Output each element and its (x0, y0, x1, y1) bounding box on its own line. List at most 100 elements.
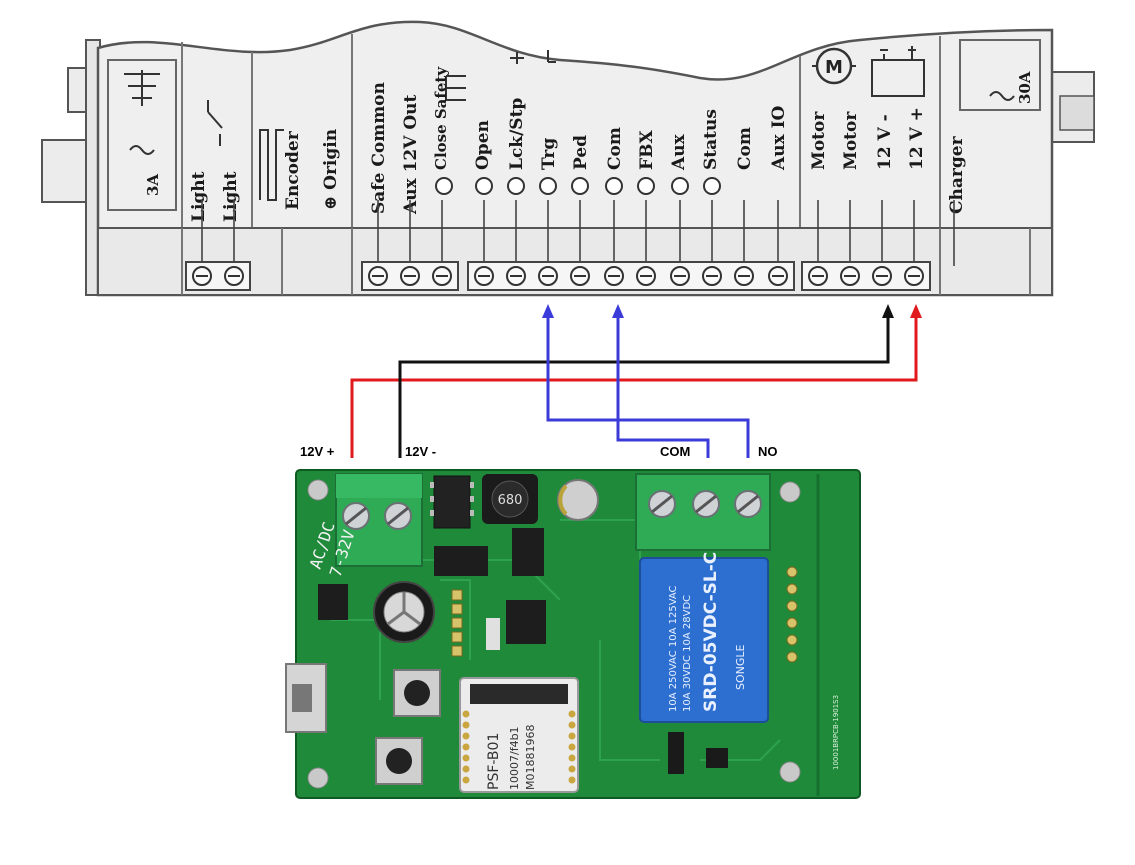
header-pin (786, 583, 798, 595)
light-switch-symbol (207, 100, 223, 146)
wire-arrows (542, 304, 922, 318)
trg-switch-symbol (547, 50, 556, 63)
wire-red-12v-plus (350, 312, 918, 458)
label-light-1: Light (189, 171, 209, 222)
fuse-smd (486, 618, 500, 650)
close-safety-bracket (445, 75, 466, 101)
header-pin (786, 600, 798, 612)
label-com-1: Com (605, 127, 625, 170)
motor-symbol-icon: M (812, 47, 856, 85)
svg-text:10A 250VAC 10A 125VAC: 10A 250VAC 10A 125VAC (668, 585, 679, 712)
button-top[interactable] (393, 669, 441, 717)
fuse-3a-symbol (124, 70, 160, 155)
svg-text:SRD-05VDC-SL-C: SRD-05VDC-SL-C (701, 552, 721, 712)
terminal-indicator (435, 177, 453, 195)
module-pad (568, 721, 576, 729)
ic-upper-mid (512, 528, 544, 576)
terminal-leader-lines (201, 200, 955, 266)
wire-label-12v-plus: 12V + (300, 444, 335, 459)
arrow-red (910, 304, 922, 318)
header-pins-right (786, 566, 798, 663)
header-pin (451, 617, 463, 629)
arrow-blue-1 (542, 304, 554, 318)
module-pad (568, 743, 576, 751)
wire-label-12v-minus: 12V - (405, 444, 436, 459)
mounting-hole-tr (779, 481, 801, 503)
fuse-30a-box (959, 39, 1041, 111)
label-trg: Trg (539, 138, 559, 170)
label-motor-1: Motor (809, 111, 829, 170)
module-pad (462, 754, 470, 762)
label-aux-io: Aux IO (769, 105, 789, 171)
module-pad (462, 765, 470, 773)
label-ped: Ped (571, 135, 591, 170)
mounting-hole-bl (307, 767, 329, 789)
controller-body (96, 20, 1054, 297)
terminal-indicator (637, 177, 655, 195)
terminal-indicator (507, 177, 525, 195)
module-pad (568, 776, 576, 784)
terminal-indicator (475, 177, 493, 195)
wifi-relay-board: AC/DC 7-32V 680 (285, 469, 861, 799)
header-pin (451, 603, 463, 615)
capacitor-small (557, 479, 599, 521)
ic-mid (506, 600, 546, 644)
rating-3a-label: 3A (144, 174, 162, 196)
module-pad (568, 765, 576, 773)
battery-symbol-icon (871, 46, 925, 97)
header-pin (786, 617, 798, 629)
inductor-label: 680 (498, 493, 523, 508)
relay (639, 557, 769, 723)
encoder-wave-icon (259, 129, 284, 201)
ic-bridge (434, 546, 488, 576)
module-pad (568, 754, 576, 762)
fuse-30a-symbol (989, 91, 1015, 101)
arrow-black (882, 304, 894, 318)
gate-controller: 3A M 30A (41, 20, 1095, 297)
label-aux: Aux (669, 133, 689, 171)
svg-text:10007/f4b1: 10007/f4b1 (508, 726, 521, 790)
svg-text:PSF-B01: PSF-B01 (486, 733, 502, 790)
label-origin: ⊕ Origin (321, 129, 341, 210)
transistor (706, 748, 728, 768)
label-fbx: FBX (637, 130, 657, 170)
terminal-indicator-circles (435, 177, 721, 195)
fuse-3a-box (107, 59, 177, 211)
wifi-module-label: PSF-B01 10007/f4b1 M01881968 (486, 725, 537, 790)
wire-blue-com-to-com (616, 312, 710, 458)
header-pin (786, 566, 798, 578)
power-terminal-screws (342, 502, 412, 530)
mounting-hole-br (779, 761, 801, 783)
module-pad (462, 710, 470, 718)
svg-text:SONGLE: SONGLE (734, 644, 747, 690)
svg-text:M01881968: M01881968 (524, 725, 537, 790)
relay-label: SRD-05VDC-SL-C 10A 250VAC 10A 125VAC 10A… (668, 552, 747, 712)
label-12v-plus: 12 V + (907, 107, 927, 170)
button-bottom[interactable] (375, 737, 423, 785)
terminal-band-dividers (181, 228, 1031, 295)
module-pad (462, 732, 470, 740)
label-charger: Charger (947, 135, 967, 214)
ic-mid-left (318, 584, 348, 620)
label-encoder: Encoder (283, 130, 303, 210)
header-pins-left (451, 589, 463, 657)
label-aux-12v-out: Aux 12V Out (401, 94, 421, 215)
header-pin (786, 634, 798, 646)
wifi-module (459, 677, 579, 793)
lck-switch-symbol (510, 52, 524, 64)
terminal-indicator (605, 177, 623, 195)
wiring (350, 312, 918, 458)
rating-30a-label: 30A (1016, 71, 1034, 104)
terminal-indicator (671, 177, 689, 195)
module-pad (462, 776, 470, 784)
wifi-module-pads (462, 710, 576, 784)
ic-pins (430, 482, 474, 516)
panel-dividers (181, 34, 941, 228)
wire-label-no: NO (758, 444, 778, 459)
power-terminal-top (336, 474, 422, 498)
module-pad (568, 732, 576, 740)
relay-terminal-screws (648, 490, 762, 518)
label-com-2: Com (735, 127, 755, 170)
